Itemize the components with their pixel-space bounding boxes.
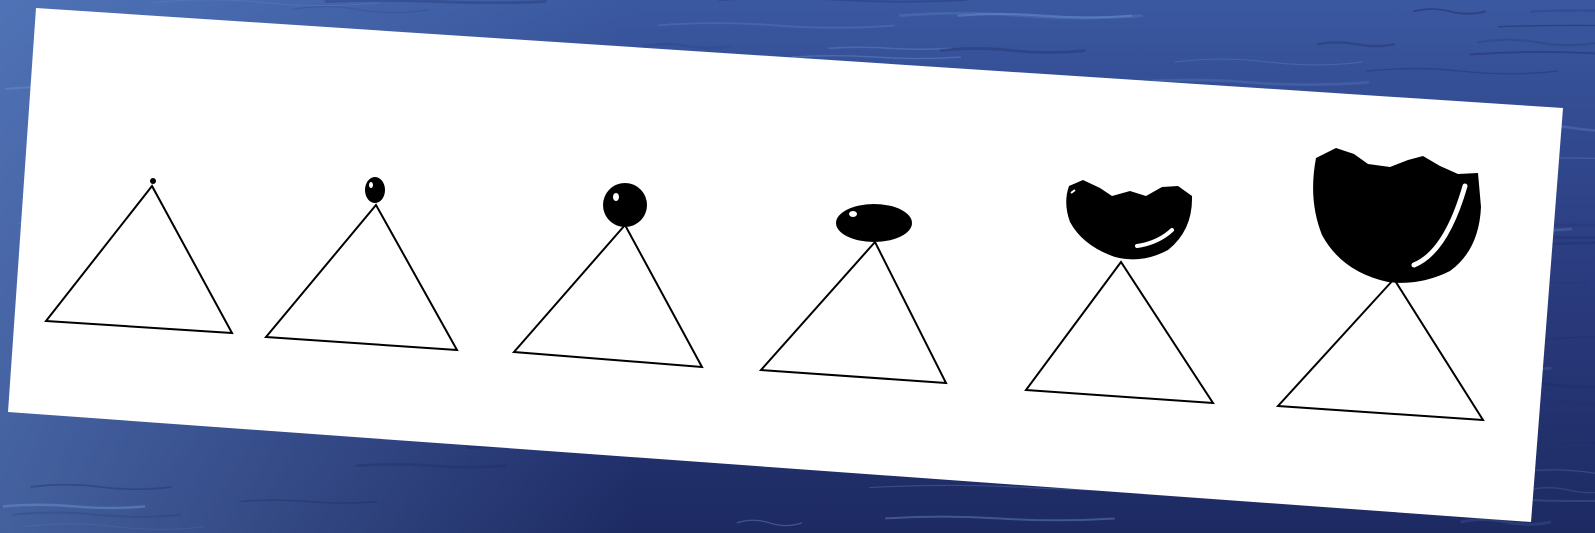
droplet-highlight [849, 211, 857, 217]
droplet-speck-icon [150, 178, 156, 184]
droplet-highlight [613, 193, 619, 201]
oval-droplet-icon [836, 204, 912, 242]
droplet-highlight [369, 182, 373, 188]
round-droplet-icon [603, 183, 647, 227]
small-droplet-icon [365, 177, 385, 203]
paper-sheet [8, 8, 1563, 522]
